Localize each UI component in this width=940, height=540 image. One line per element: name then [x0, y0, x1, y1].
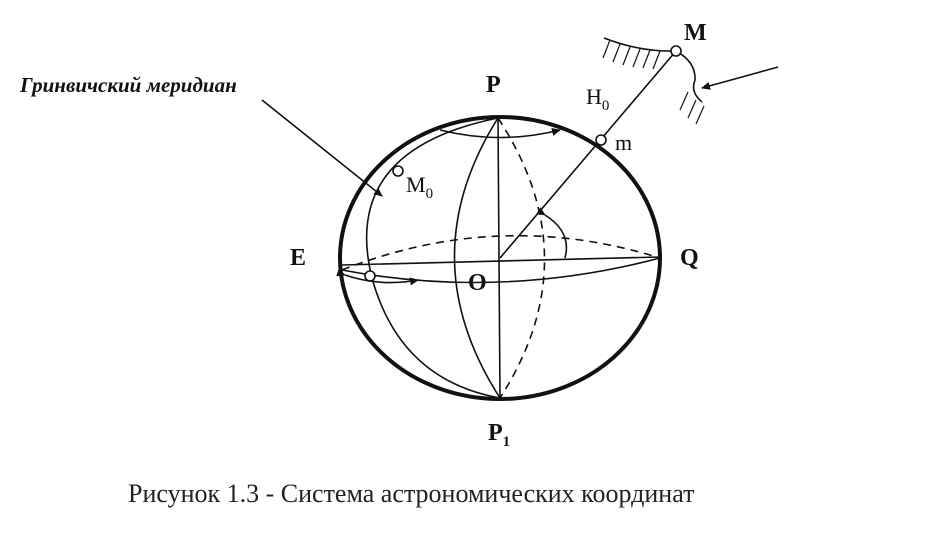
longitude-arc-top: [439, 128, 561, 139]
label-O: O: [468, 270, 487, 296]
declination-arc: [536, 207, 568, 259]
label-M0-main: M: [406, 172, 426, 197]
diameter-eq: [341, 256, 661, 266]
label-m: m: [615, 130, 632, 155]
point-M: [670, 45, 682, 57]
label-P1: P1: [488, 420, 510, 450]
label-M0-sub: 0: [426, 186, 434, 202]
meridian-front: [453, 117, 501, 399]
point-m: [595, 134, 607, 146]
label-P: P: [486, 72, 501, 98]
label-H0-sub: 0: [602, 98, 610, 114]
label-M0: M0: [406, 172, 433, 202]
point-greenwich-equator: [364, 270, 376, 282]
label-H0-main: H: [586, 84, 602, 109]
terrain-hatching: [602, 39, 705, 125]
label-M: M: [684, 20, 707, 46]
label-Q: Q: [680, 245, 699, 271]
terrain-arrow: [701, 66, 779, 90]
label-P1-main: P: [488, 420, 503, 446]
label-E: E: [290, 245, 306, 271]
polar-axis: [497, 117, 501, 399]
meridian-back: [497, 117, 546, 399]
greenwich-label: Гринвичский меридиан: [19, 73, 237, 97]
label-H0: H0: [586, 84, 609, 114]
terrain-outline: [603, 37, 703, 103]
label-P1-sub: 1: [503, 434, 511, 450]
hour-angle-arc: [336, 268, 419, 286]
greenwich-pointer: [261, 99, 383, 197]
equator-back: [341, 234, 661, 271]
radius-to-M: [499, 50, 677, 259]
point-M0: [392, 165, 404, 177]
figure-caption: Рисунок 1.3 - Система астрономических ко…: [128, 479, 694, 508]
